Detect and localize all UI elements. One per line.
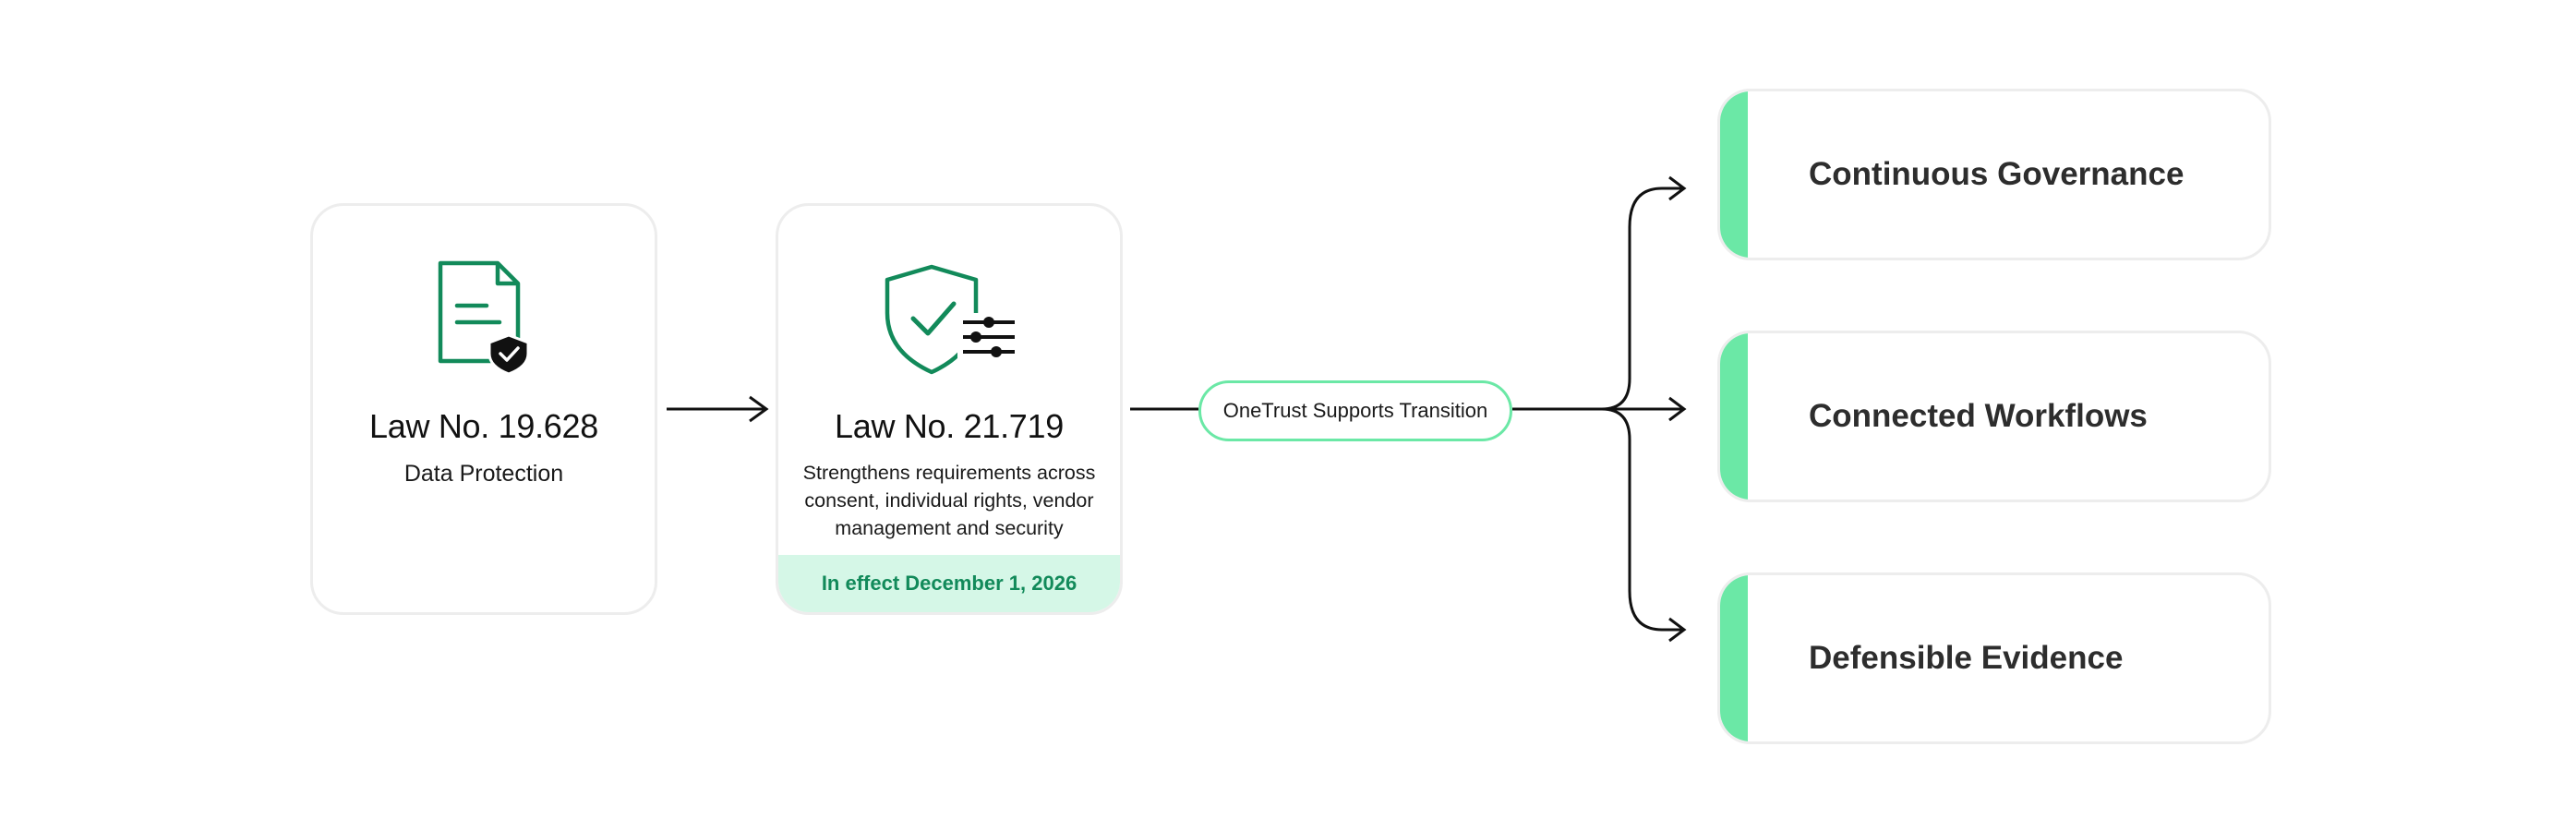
law-21719-card: Law No. 21.719 Strengthens requirements … [776,203,1123,615]
outcome-connected-workflows: Connected Workflows [1717,331,2271,502]
branch-arrows [1601,175,1687,643]
description-line: management and security [835,517,1064,539]
outcome-label: Connected Workflows [1809,398,2148,434]
outcome-defensible-evidence: Defensible Evidence [1717,572,2271,744]
description-line: Strengthens requirements across [802,462,1096,484]
law-19628-card: Law No. 19.628 Data Protection [310,203,657,615]
accent-bar [1720,575,1748,741]
document-shield-icon [313,258,655,378]
shield-check-settings-icon [778,263,1120,376]
law-description: Strengthens requirements across consent,… [795,459,1103,542]
arrow-law1-to-law2 [667,395,769,423]
effective-date-band: In effect December 1, 2026 [778,555,1120,612]
outcome-label: Defensible Evidence [1809,640,2124,676]
description-line: consent, individual rights, vendor [804,489,1094,512]
law-title: Law No. 19.628 [369,407,598,445]
outcome-continuous-governance: Continuous Governance [1717,89,2271,260]
accent-bar [1720,91,1748,258]
outcome-label: Continuous Governance [1809,156,2185,192]
law-title: Law No. 21.719 [835,407,1064,445]
law-subtitle: Data Protection [403,461,564,487]
accent-bar [1720,333,1748,500]
transition-pill: OneTrust Supports Transition [1198,380,1512,441]
